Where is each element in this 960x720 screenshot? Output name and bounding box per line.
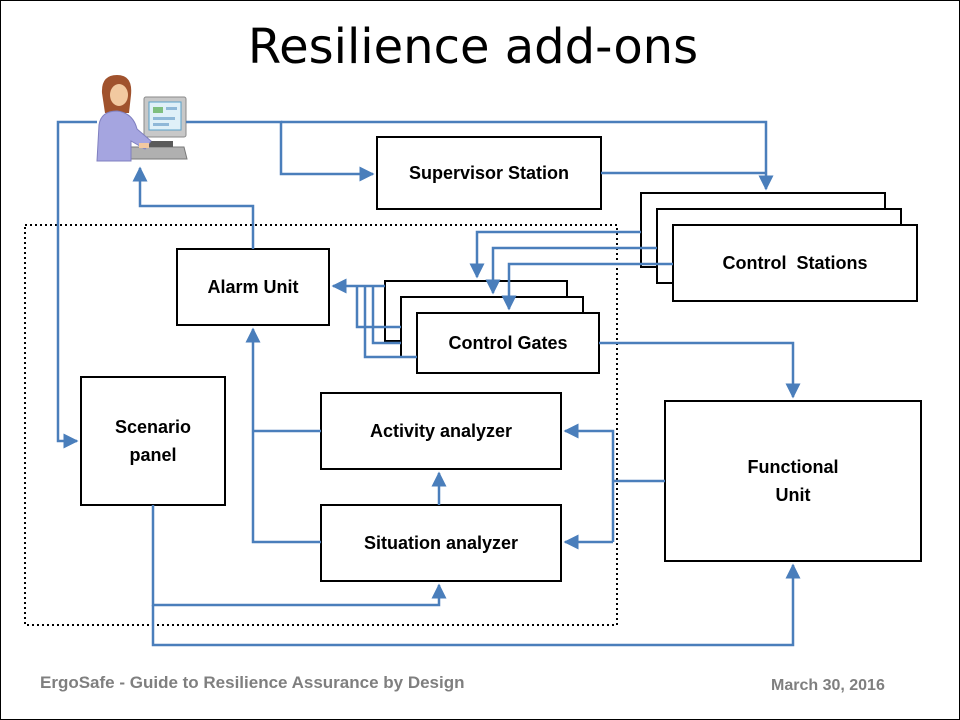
arrow-control-stations-to-gates-3 [501, 262, 673, 311]
slide-title: Resilience add-ons [247, 19, 699, 75]
scenario-panel-label: Scenario panel [114, 417, 192, 465]
control-gates-label: Control Gates [448, 333, 568, 353]
arrow-gates-to-alarm-3 [371, 286, 401, 345]
footer-date: March 30, 2016 [771, 677, 885, 694]
arrow-operator-to-scenario-panel [56, 120, 97, 449]
footer-source: ErgoSafe - Guide to Resilience Assurance… [40, 673, 465, 692]
arrow-functional-to-activity [563, 423, 615, 542]
system-boundary [24, 224, 618, 626]
arrow-operator-to-control-stations [281, 120, 774, 191]
control-gates-box [416, 312, 600, 374]
control-stations-label: Control Stations [722, 253, 868, 273]
situation-analyzer-label: Situation analyzer [363, 533, 519, 553]
arrow-gates-to-alarm-2 [355, 286, 401, 329]
situation-analyzer-box [320, 504, 562, 582]
supervisor-station-label: Supervisor Station [408, 163, 570, 183]
functional-unit-box [664, 400, 922, 562]
arrow-analyzers-to-alarm [245, 327, 321, 544]
arrow-control-stations-to-gates-1 [469, 230, 641, 279]
arrow-gates-to-functional-unit [599, 341, 801, 399]
operator-at-computer-icon [96, 75, 188, 162]
supervisor-station-box [376, 136, 602, 210]
arrow-scenario-to-functional-unit [151, 563, 801, 647]
arrow-scenario-to-situation [151, 505, 447, 607]
scenario-panel-box [80, 376, 226, 506]
arrow-alarm-to-operator [132, 166, 255, 249]
alarm-unit-box [176, 248, 330, 326]
functional-unit-label: Functional Unit [747, 457, 839, 505]
alarm-unit-label: Alarm Unit [207, 277, 299, 297]
activity-analyzer-label: Activity analyzer [369, 421, 513, 441]
arrow-gates-to-alarm-4 [363, 286, 417, 359]
arrow-control-stations-to-gates-2 [485, 246, 657, 295]
arrow-operator-to-supervisor [186, 120, 375, 182]
